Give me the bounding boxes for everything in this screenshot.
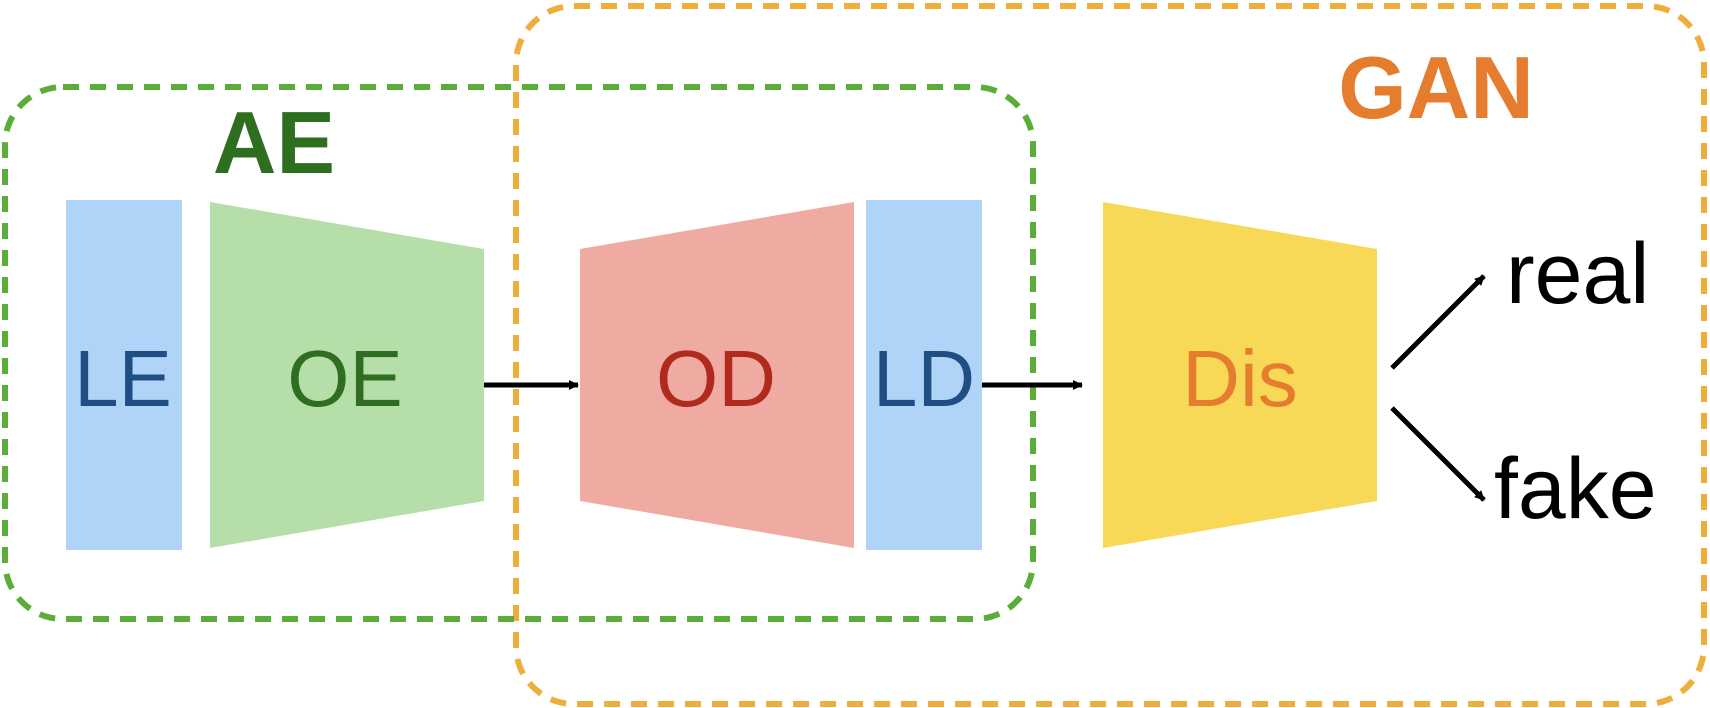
le-block bbox=[66, 200, 182, 550]
ld-label: LD bbox=[873, 334, 975, 423]
oe-label: OE bbox=[287, 334, 403, 423]
fake-output-label: fake bbox=[1494, 441, 1657, 537]
ae-group-label: AE bbox=[213, 93, 335, 192]
ld-block bbox=[866, 200, 982, 550]
le-label: LE bbox=[74, 334, 172, 423]
dis-label: Dis bbox=[1182, 334, 1298, 423]
od-block bbox=[580, 202, 854, 548]
gan-group-label: GAN bbox=[1338, 38, 1534, 137]
arrow-dis-to-real bbox=[1390, 274, 1486, 370]
dis-block bbox=[1103, 202, 1377, 548]
real-output-label: real bbox=[1506, 226, 1649, 322]
od-label: OD bbox=[656, 334, 776, 423]
oe-block bbox=[210, 202, 484, 548]
arrow-dis-to-fake bbox=[1390, 406, 1486, 502]
